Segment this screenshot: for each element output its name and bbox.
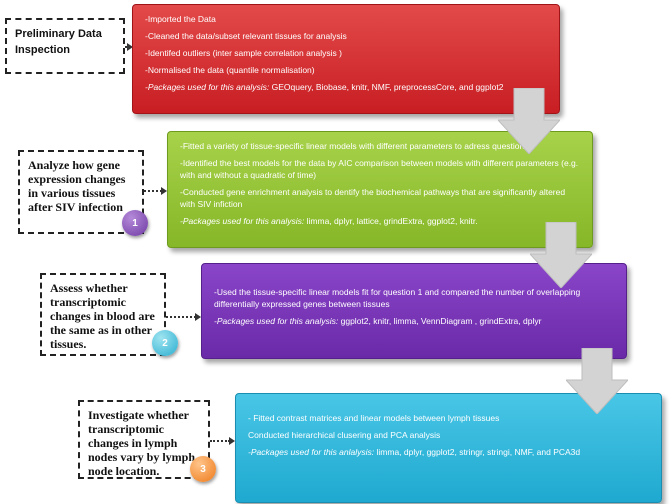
step-line: -Imported the Data — [145, 14, 216, 24]
packages-label: -Packages used for this analysis: — [214, 316, 339, 326]
step-panel-preliminary: -Imported the Data -Cleaned the data/sub… — [132, 4, 560, 114]
question-box-1: Analyze how gene expression changes in v… — [18, 150, 144, 234]
question-text: Assess whether transcriptomic changes in… — [50, 281, 155, 351]
packages-list: limma, dplyr, lattice, grindExtra, ggplo… — [304, 216, 478, 226]
connector-arrowhead — [195, 313, 201, 321]
question-text: Preliminary Data Inspection — [15, 28, 102, 56]
question-box-2: Assess whether transcriptomic changes in… — [40, 273, 166, 356]
question-box-preliminary: Preliminary Data Inspection — [5, 18, 125, 74]
connector-line — [166, 316, 196, 318]
connector-arrowhead — [229, 437, 235, 445]
question-box-3: Investigate whether transcriptomic chang… — [78, 400, 210, 479]
step-line: -Identified the best models for the data… — [180, 158, 579, 180]
step-panel-1: -Fitted a variety of tissue-specific lin… — [167, 131, 593, 248]
step-panel-2: -Used the tissue-specific linear models … — [201, 263, 627, 359]
packages-label: -Packages used for this analysis: — [180, 216, 305, 226]
question-text: Analyze how gene expression changes in v… — [28, 158, 126, 214]
packages-label: -Packages used for this analysis: — [145, 82, 270, 92]
down-arrow-icon — [530, 222, 592, 288]
down-arrow-icon — [566, 348, 628, 414]
packages-line: -Packages used for this analysis: limma,… — [180, 215, 580, 227]
step-line: -Normalised the data (quantile normalisa… — [145, 65, 315, 75]
connector-arrowhead — [127, 43, 133, 51]
step-line: -Used the tissue-specific linear models … — [214, 287, 581, 309]
step-line: -Cleaned the data/subset relevant tissue… — [145, 31, 347, 41]
step-line: Conducted hierarchical clusering and PCA… — [248, 430, 441, 440]
down-arrow-icon — [498, 88, 560, 154]
step-line: -Identifed outliers (inter sample correl… — [145, 48, 343, 58]
connector-line — [144, 190, 162, 192]
packages-line: -Packages used for this anlalysis: limma… — [248, 446, 649, 458]
step-number-badge: 2 — [152, 330, 178, 356]
step-line: -Conducted gene enrichment analysis to d… — [180, 187, 566, 209]
step-panel-3: - Fitted contrast matrices and linear mo… — [235, 393, 662, 503]
packages-list: ggplot2, knitr, limma, VennDiagram , gri… — [338, 316, 542, 326]
connector-arrowhead — [161, 187, 167, 195]
step-line: - Fitted contrast matrices and linear mo… — [248, 413, 500, 423]
packages-line: -Packages used for this analysis: ggplot… — [214, 315, 614, 327]
step-line: -Fitted a variety of tissue-specific lin… — [180, 141, 532, 151]
packages-line: -Packages used for this analysis: GEOque… — [145, 81, 547, 93]
packages-list: limma, dplyr, ggplot2, stringr, stringi,… — [374, 447, 581, 457]
packages-label: -Packages used for this anlalysis: — [248, 447, 375, 457]
step-number-badge: 1 — [122, 210, 148, 236]
packages-list: GEOquery, Biobase, knitr, NMF, preproces… — [269, 82, 504, 92]
connector-line — [210, 440, 230, 442]
question-text: Investigate whether transcriptomic chang… — [88, 408, 196, 478]
step-number-badge: 3 — [190, 456, 216, 482]
